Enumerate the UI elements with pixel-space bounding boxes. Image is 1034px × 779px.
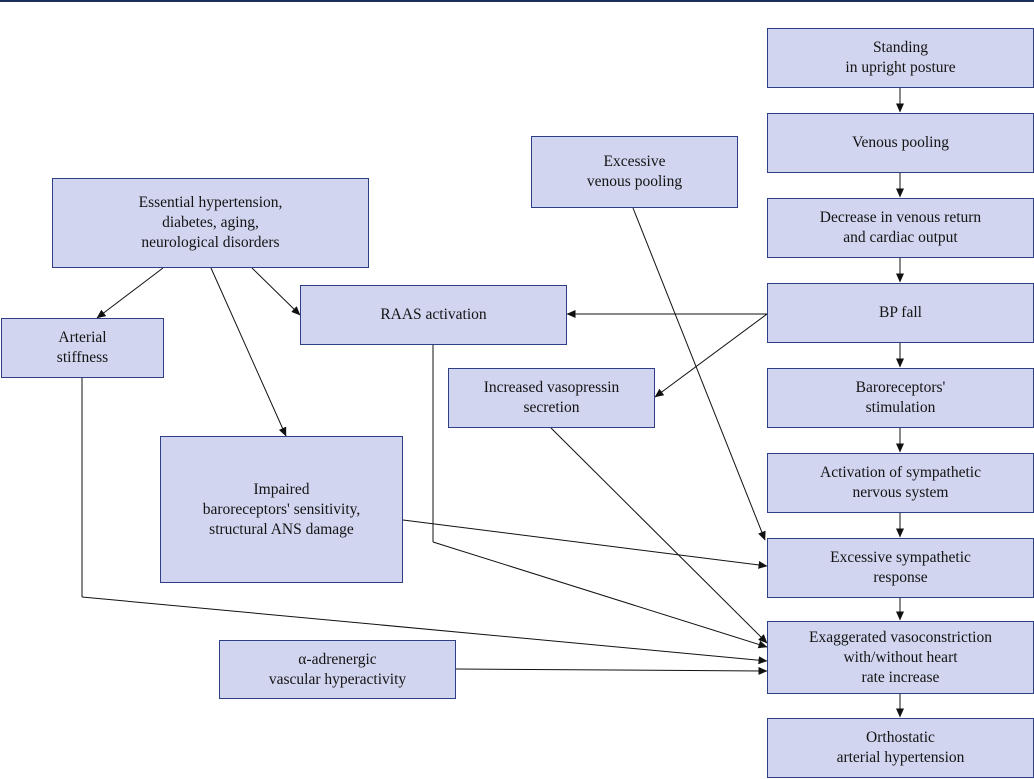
edge-bp-fall-to-vasopressin xyxy=(654,313,768,398)
node-sympathetic-activation: Activation of sympathetic nervous system xyxy=(767,453,1034,513)
node-raas-activation: RAAS activation xyxy=(300,285,567,345)
edge-essential-to-arterial-stiffness xyxy=(96,267,164,319)
node-alpha-adrenergic: α-adrenergic vascular hyperactivity xyxy=(219,640,456,699)
edge-impaired-to-excessive-sympathetic xyxy=(402,519,768,569)
node-arterial-stiffness: Arterial stiffness xyxy=(1,318,164,378)
top-rule xyxy=(0,0,1034,2)
node-bp-fall: BP fall xyxy=(767,283,1034,343)
edge-raas-to-vasoconstriction xyxy=(432,541,768,649)
node-excessive-sympathetic: Excessive sympathetic response xyxy=(767,538,1034,598)
node-vasoconstriction: Exaggerated vasoconstriction with/withou… xyxy=(767,621,1034,694)
node-excessive-venous-pooling: Excessive venous pooling xyxy=(531,136,738,208)
node-decrease-return: Decrease in venous return and cardiac ou… xyxy=(767,198,1034,258)
edge-stiffness-to-vasoconstriction xyxy=(81,596,768,665)
edge-alpha-to-vasoconstriction xyxy=(455,666,768,675)
node-impaired-baroreceptors: Impaired baroreceptors' sensitivity, str… xyxy=(160,436,403,583)
node-vasopressin: Increased vasopressin secretion xyxy=(448,368,655,428)
node-baroreceptors: Baroreceptors' stimulation xyxy=(767,368,1034,428)
node-venous-pooling: Venous pooling xyxy=(767,113,1034,173)
node-standing: Standing in upright posture xyxy=(767,28,1034,88)
edge-essential-to-raas xyxy=(251,267,301,316)
edge-vasopressin-to-vasoconstriction xyxy=(550,427,768,644)
edge-essential-to-impaired xyxy=(210,267,287,437)
edge-excessive-venous-to-excessive-sympathetic xyxy=(632,207,766,541)
node-essential-hypertension: Essential hypertension, diabetes, aging,… xyxy=(52,178,369,268)
node-orthostatic-hypertension: Orthostatic arterial hypertension xyxy=(767,718,1034,778)
